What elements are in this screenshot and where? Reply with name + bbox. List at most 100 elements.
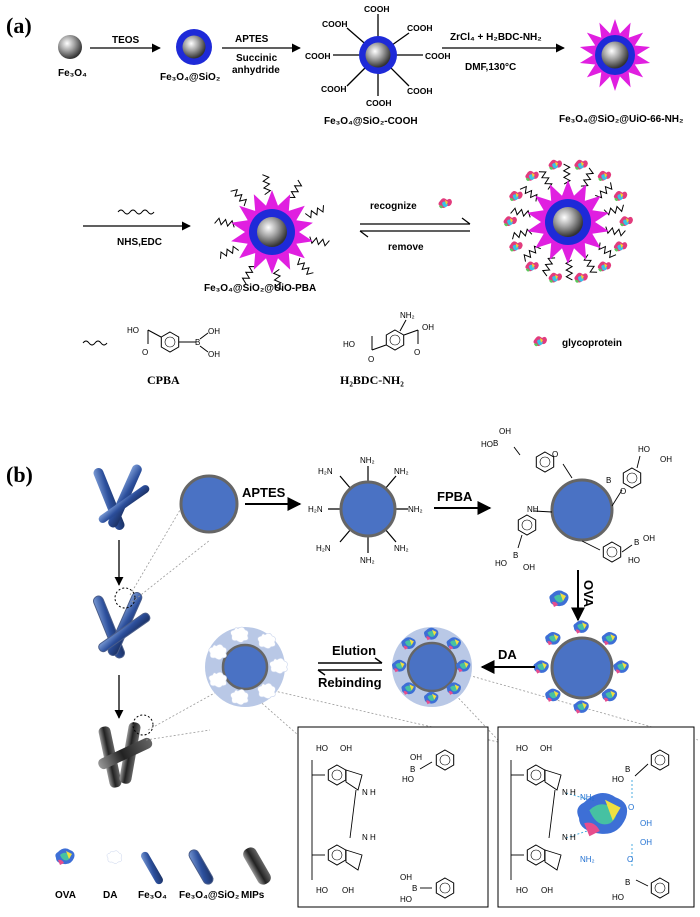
zrcl4-label: ZrCl₄ + H₂BDC-NH₂	[450, 32, 542, 43]
box2-n2: N	[562, 833, 568, 842]
boronic-linker	[595, 182, 613, 199]
h2bdc-ho: HO	[343, 340, 355, 349]
fpba-nh3: NH	[527, 505, 539, 514]
boronic-linker	[583, 254, 598, 273]
cooh-top-right: COOH	[407, 23, 433, 33]
boronic-linker	[220, 245, 239, 259]
cpba-oh1: OH	[208, 327, 220, 336]
box2-h1: H	[570, 788, 576, 797]
legend-fe3o4-icon	[141, 851, 163, 885]
boronic-linker	[230, 189, 248, 207]
panel-a-label: (a)	[6, 13, 32, 38]
glycoprotein-label: glycoprotein	[562, 338, 622, 349]
boronic-linker	[512, 228, 533, 240]
box2-h2: H	[570, 833, 576, 842]
amine-h2n-l: H₂N	[308, 505, 323, 514]
h2bdc-o1: O	[368, 355, 374, 364]
h2bdc-o2: O	[414, 348, 420, 357]
rebinding-label: Rebinding	[318, 675, 382, 690]
fpba-o1: O	[552, 450, 558, 459]
mip-rods	[98, 722, 153, 788]
amine-h2n-tl: H₂N	[318, 467, 333, 476]
cpba-label: CPBA	[147, 373, 180, 387]
fe3o4-label: Fe₃O₄	[58, 68, 87, 79]
cpba-o: O	[142, 348, 148, 357]
boronic-linker	[523, 245, 541, 262]
cpba-ho: HO	[127, 326, 139, 335]
h2bdc-label: H₂BDC-NH₂	[340, 373, 404, 387]
aptes-label-b: APTES	[242, 485, 286, 500]
cpba-oh2: OH	[208, 350, 220, 359]
fpba-groups	[513, 446, 642, 563]
box1-b1: B	[410, 765, 415, 774]
legend-ova-icon	[55, 848, 75, 865]
boronic-linker	[541, 257, 556, 277]
box1-oh3: OH	[410, 753, 422, 762]
legend-fe3o4-sio2: Fe₃O₄@SiO₂	[179, 890, 239, 901]
boronic-linker	[598, 242, 617, 259]
boronic-linker	[241, 265, 256, 285]
amine-nh2-b: NH₂	[360, 556, 375, 565]
teos-label: TEOS	[112, 35, 140, 46]
protein-icon	[438, 198, 452, 209]
cooh-bottom-right: COOH	[407, 86, 433, 96]
cpba-structure	[147, 329, 209, 353]
cooh-bottom: COOH	[366, 98, 392, 108]
cooh-bottom-left: COOH	[321, 84, 347, 94]
uio-pba-label: Fe₃O₄@SiO₂@UiO-PBA	[204, 283, 316, 294]
da-label: DA	[498, 647, 517, 662]
box1-n2: N	[362, 833, 368, 842]
cooh-particle	[333, 14, 423, 96]
boronic-linker	[305, 205, 324, 219]
box2-oh-c2: OH	[640, 838, 652, 847]
cooh-top-left: COOH	[322, 19, 348, 29]
ova-bound-particle	[533, 620, 629, 714]
box1-oh2: OH	[342, 886, 354, 895]
fpba-oh1: OH	[499, 427, 511, 436]
boronic-linker	[296, 257, 314, 275]
legend-fe3o4-sio2-icon	[188, 849, 214, 885]
fpba-ho2: HO	[638, 445, 650, 454]
fe3o4-sio2-rods	[93, 592, 151, 659]
box2-o1: O	[628, 803, 634, 812]
nhs-edc-label: NHS,EDC	[117, 237, 162, 248]
amine-particle	[328, 466, 408, 553]
boronic-linker	[538, 171, 553, 190]
h2bdc-oh: OH	[422, 323, 434, 332]
box2-n1: N	[562, 788, 568, 797]
panel-b-label: (b)	[6, 462, 33, 487]
boronic-linker	[272, 268, 282, 290]
amine-nh2-r: NH₂	[408, 505, 423, 514]
legend-mips: MIPs	[241, 890, 265, 901]
fpba-b2: B	[606, 476, 611, 485]
fpba-b3: B	[513, 551, 518, 560]
fe3o4-particle	[58, 35, 82, 59]
box2-b2: B	[625, 878, 630, 887]
amine-nh2-top: NH₂	[360, 456, 375, 465]
legend-mips-icon	[243, 847, 271, 885]
fe3o4-sio2-label: Fe₃O₄@SiO₂	[160, 72, 220, 83]
bound-particle	[503, 159, 633, 283]
detail-box-1	[297, 726, 489, 908]
ova-icon-arrow	[549, 590, 569, 607]
box1-h1: H	[370, 788, 376, 797]
boronic-linker	[564, 259, 574, 281]
mip-with-template	[392, 627, 472, 707]
succinic-label: Succinic	[236, 53, 278, 64]
cpba-linker	[82, 340, 108, 346]
boronic-linker	[519, 185, 538, 202]
legend-da-icon	[106, 850, 122, 864]
boronic-linker	[288, 179, 303, 199]
box1-ho1: HO	[316, 744, 328, 753]
fpba-ho4: HO	[628, 556, 640, 565]
aptes-label-a: APTES	[235, 34, 269, 45]
uio-pba-particle	[214, 174, 330, 290]
box1-ho2: HO	[316, 886, 328, 895]
pda-structure-1	[311, 749, 455, 899]
uio66-label: Fe₃O₄@SiO₂@UiO-66-NH₂	[559, 114, 683, 125]
anhydride-label: anhydride	[232, 65, 280, 76]
boronic-linker	[214, 217, 235, 228]
box1-b2: B	[412, 884, 417, 893]
